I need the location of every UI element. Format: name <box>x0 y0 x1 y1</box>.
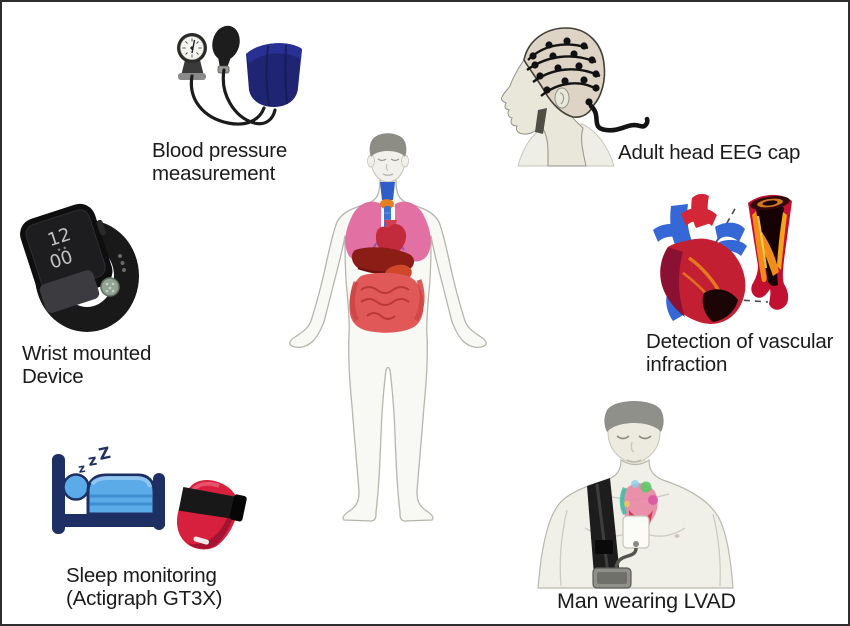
colon <box>349 279 425 322</box>
vascular-infraction-label: Detection of vascular infraction <box>646 330 834 376</box>
eeg-cap-label: Adult head EEG cap <box>618 141 801 164</box>
lvad-label: Man wearing LVAD <box>557 589 736 613</box>
intestines <box>349 272 424 333</box>
closed-eyes <box>377 158 400 162</box>
left-lung <box>345 201 381 262</box>
bed-icon <box>52 454 165 534</box>
svg-text:Z: Z <box>97 443 112 464</box>
heart-icon <box>653 193 747 324</box>
dashed-callout-lines <box>704 206 769 303</box>
battery-pack <box>592 567 632 589</box>
body-silhouette <box>289 179 487 522</box>
lvad-man-illustration <box>537 401 734 589</box>
hair <box>604 401 664 432</box>
sleep-zzz: z z Z <box>77 443 112 476</box>
thyroid <box>380 199 394 209</box>
human-anatomy-illustration <box>289 133 487 522</box>
sleep-monitoring-illustration: z z Z <box>52 443 247 550</box>
vascular-infarction-illustration <box>653 193 792 324</box>
inflation-bulb-icon <box>212 25 240 74</box>
chin-strap <box>535 108 547 134</box>
band-sensor <box>100 277 120 297</box>
right-lung <box>395 201 431 262</box>
sleep-monitoring-label: Sleep monitoring (Actigraph GT3X) <box>66 564 223 610</box>
organs <box>345 182 431 333</box>
larynx <box>380 182 395 200</box>
eeg-electrodes <box>529 37 600 106</box>
intestine-folds <box>360 286 410 320</box>
actigraph-device-icon <box>176 480 247 550</box>
shoulder-strap <box>587 478 621 588</box>
lvad-pump-pouch <box>622 515 650 549</box>
bp-tubes <box>189 68 277 126</box>
eeg-cap-illustration <box>501 27 650 167</box>
ear <box>554 87 570 109</box>
svg-text:z: z <box>77 461 86 476</box>
sleeping-person-icon <box>62 473 156 516</box>
blood-pressure-label: Blood pressure measurement <box>152 139 288 185</box>
watch-face: 12 00 <box>20 203 113 313</box>
eeg-cable <box>588 103 650 133</box>
bp-cuff-icon <box>246 43 302 107</box>
band-buttons <box>118 254 126 272</box>
artery-plaque-icon <box>748 194 792 310</box>
svg-text:z: z <box>87 451 99 470</box>
infarct-region <box>702 289 738 322</box>
hair <box>369 133 407 157</box>
blood-pressure-device-illustration <box>177 25 302 126</box>
wrist-device-label: Wrist mounted Device <box>22 342 152 388</box>
closed-eyes <box>616 435 652 440</box>
pressure-gauge-icon <box>177 33 207 80</box>
smartwatch-illustration: 12 00 <box>20 203 139 332</box>
